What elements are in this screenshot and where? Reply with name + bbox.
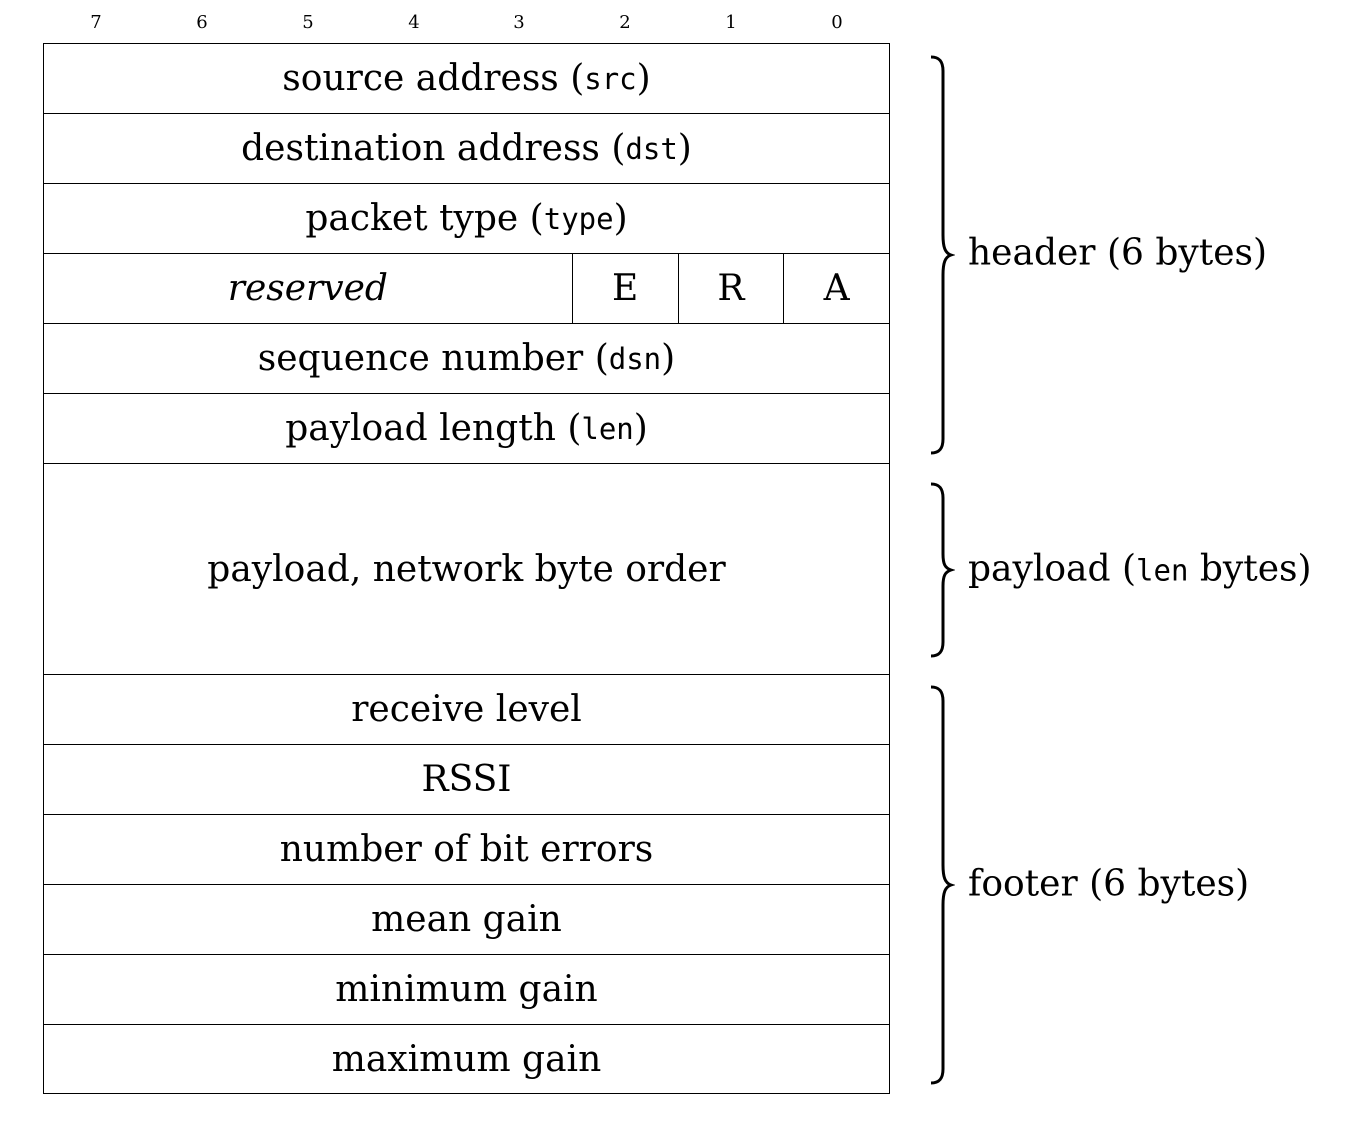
footer-brace-icon: [930, 685, 955, 1085]
row-packet-type: packet type (type): [43, 183, 890, 253]
row-source-address: source address (src): [43, 43, 890, 113]
row-mean-gain: mean gain: [43, 884, 890, 954]
header-group-label: header (6 bytes): [968, 232, 1268, 274]
row-receive-level: receive level: [43, 674, 890, 744]
row-maximum-gain: maximum gain: [43, 1024, 890, 1094]
payload-group-label: payload (len bytes): [968, 548, 1312, 590]
receive-level-label: receive level: [351, 689, 582, 730]
payload-label: payload, network byte order: [207, 548, 726, 590]
flag-a: A: [783, 254, 889, 323]
bit-label-4: 4: [408, 12, 420, 33]
row-destination-address: destination address (dst): [43, 113, 890, 183]
row-payload: payload, network byte order: [43, 463, 890, 674]
row-sequence-number: sequence number (dsn): [43, 323, 890, 393]
payload-brace-icon: [930, 482, 955, 658]
bit-label-1: 1: [725, 12, 737, 33]
dst-code: dst: [625, 131, 678, 166]
destination-address-label: destination address: [241, 128, 600, 169]
bit-label-0: 0: [831, 12, 843, 33]
row-rssi: RSSI: [43, 744, 890, 814]
bit-label-2: 2: [619, 12, 631, 33]
row-flags: reserved E R A: [43, 253, 890, 323]
sequence-number-label: sequence number: [257, 338, 584, 379]
bit-label-6: 6: [196, 12, 208, 33]
src-code: src: [584, 61, 637, 96]
footer-group-label: footer (6 bytes): [968, 863, 1250, 905]
packet-format-table: source address (src) destination address…: [43, 43, 890, 1094]
reserved-field: reserved: [227, 268, 388, 309]
bit-label-3: 3: [513, 12, 525, 33]
source-address-label: source address: [282, 58, 559, 99]
flag-e: E: [571, 254, 678, 323]
bit-errors-label: number of bit errors: [279, 829, 654, 870]
bit-index-header: 7 6 5 4 3 2 1 0: [43, 8, 890, 38]
header-brace-icon: [930, 55, 955, 455]
row-minimum-gain: minimum gain: [43, 954, 890, 1024]
maximum-gain-label: maximum gain: [331, 1038, 602, 1080]
row-payload-length: payload length (len): [43, 393, 890, 463]
minimum-gain-label: minimum gain: [335, 969, 598, 1010]
rssi-label: RSSI: [421, 759, 512, 800]
bit-label-5: 5: [302, 12, 314, 33]
row-bit-errors: number of bit errors: [43, 814, 890, 884]
type-code: type: [543, 201, 614, 236]
len-code: len: [581, 411, 634, 446]
dsn-code: dsn: [608, 341, 662, 376]
payload-length-label: payload length: [285, 408, 556, 449]
bit-label-7: 7: [90, 12, 102, 33]
flag-r: R: [677, 254, 784, 323]
packet-type-label: packet type: [305, 198, 519, 239]
mean-gain-label: mean gain: [371, 899, 562, 940]
